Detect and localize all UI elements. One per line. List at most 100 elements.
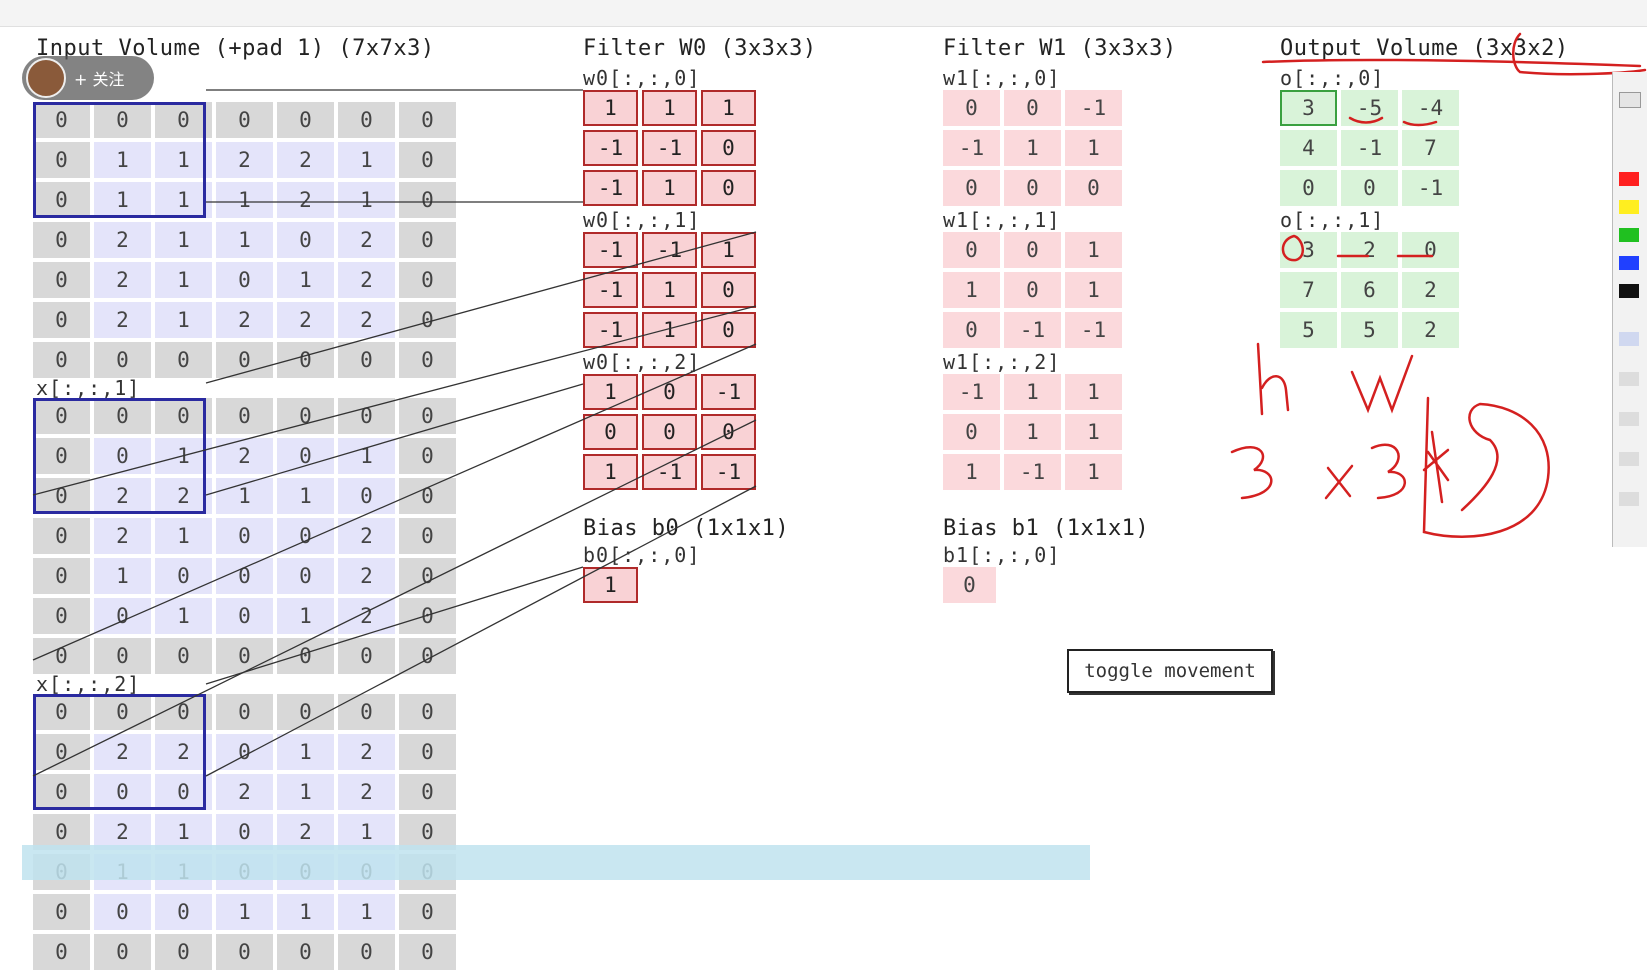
grid-cell: 1 <box>155 182 212 218</box>
grid-cell: 0 <box>33 222 90 258</box>
receptive-field-window <box>33 694 206 810</box>
grid-cell: -1 <box>701 454 756 490</box>
top-bar <box>0 0 1647 27</box>
grid-cell: 1 <box>943 272 1000 308</box>
grid-cell: 0 <box>701 414 756 450</box>
grid-cell: 0 <box>399 934 456 970</box>
grid-cell: 0 <box>338 342 395 378</box>
grid-cell: 0 <box>216 638 273 674</box>
filter-w0-title: Filter W0 (3x3x3) <box>583 36 817 61</box>
palette-green-swatch[interactable] <box>1619 228 1639 242</box>
palette-rect-tool[interactable] <box>1619 412 1639 426</box>
palette-tool[interactable] <box>1619 92 1641 108</box>
grid-cell: 0 <box>399 102 456 138</box>
bias-b1-title: Bias b1 (1x1x1) <box>943 516 1150 541</box>
grid-cell: 1 <box>277 478 334 514</box>
toggle-movement-button[interactable]: toggle movement <box>1067 649 1273 693</box>
bias-b0-title: Bias b0 (1x1x1) <box>583 516 790 541</box>
grid-cell: 0 <box>216 262 273 298</box>
grid-cell: 1 <box>642 90 697 126</box>
grid-cell: 2 <box>338 222 395 258</box>
grid-cell: 0 <box>33 342 90 378</box>
grid-cell: 3 <box>1280 90 1337 126</box>
grid-cell: 0 <box>33 438 90 474</box>
grid-cell: 2 <box>338 774 395 810</box>
grid-cell: 0 <box>1004 232 1061 268</box>
grid-cell: 1 <box>216 478 273 514</box>
grid-cell: 1 <box>155 142 212 178</box>
palette-save-tool[interactable] <box>1619 492 1639 506</box>
grid-cell: 0 <box>216 734 273 770</box>
grid-cell: 2 <box>338 518 395 554</box>
grid-cell: 0 <box>399 262 456 298</box>
video-overlay-band <box>22 845 1090 880</box>
grid-cell: 2 <box>277 302 334 338</box>
bias-b1-value: 0 <box>943 567 996 603</box>
grid-cell: 1 <box>583 454 638 490</box>
grid-cell: 1 <box>277 774 334 810</box>
grid-cell: 0 <box>155 774 212 810</box>
grid-cell: 1 <box>943 454 1000 490</box>
grid-cell: 0 <box>94 774 151 810</box>
grid-cell: 1 <box>216 222 273 258</box>
grid-cell: 0 <box>399 558 456 594</box>
grid-cell: 0 <box>399 302 456 338</box>
grid-cell: 0 <box>33 102 90 138</box>
grid-cell: 0 <box>642 374 697 410</box>
grid-cell: 0 <box>399 598 456 634</box>
bias-b1-label: b1[:,:,0] <box>943 543 1061 567</box>
grid-cell: 0 <box>94 694 151 730</box>
palette-pen-tool[interactable] <box>1619 332 1639 346</box>
grid-cell: 1 <box>155 598 212 634</box>
palette-line-tool[interactable] <box>1619 372 1639 386</box>
grid-cell: 0 <box>155 638 212 674</box>
grid-cell: 0 <box>701 130 756 166</box>
palette-blue-swatch[interactable] <box>1619 256 1639 270</box>
grid-cell: 0 <box>155 934 212 970</box>
grid-cell: 0 <box>216 518 273 554</box>
grid-cell: 0 <box>399 142 456 178</box>
palette-black-swatch[interactable] <box>1619 284 1639 298</box>
grid-cell: 0 <box>33 598 90 634</box>
grid-cell: -1 <box>1004 454 1061 490</box>
w0-slice-label: w0[:,:,0] <box>583 66 701 90</box>
grid-cell: -5 <box>1341 90 1398 126</box>
grid-cell: 0 <box>33 142 90 178</box>
grid-cell: 0 <box>216 398 273 434</box>
grid-cell: 0 <box>277 398 334 434</box>
palette-ellipse-tool[interactable] <box>1619 452 1639 466</box>
grid-cell: 1 <box>338 438 395 474</box>
grid-cell: 2 <box>94 302 151 338</box>
grid-cell: 0 <box>33 774 90 810</box>
follow-button[interactable]: + 关注 <box>22 56 154 100</box>
grid-cell: 1 <box>583 90 638 126</box>
grid-cell: 2 <box>277 814 334 850</box>
grid-cell: 0 <box>155 558 212 594</box>
receptive-field-window <box>33 102 206 218</box>
grid-cell: 0 <box>1402 232 1459 268</box>
grid-cell: 0 <box>277 518 334 554</box>
grid-cell: 0 <box>1341 170 1398 206</box>
grid-cell: 1 <box>155 518 212 554</box>
grid-cell: -1 <box>701 374 756 410</box>
w1-slice-label: w1[:,:,0] <box>943 66 1061 90</box>
palette-red-swatch[interactable] <box>1619 172 1639 186</box>
palette-yellow-swatch[interactable] <box>1619 200 1639 214</box>
grid-cell: 1 <box>1004 130 1061 166</box>
grid-cell: 1 <box>701 232 756 268</box>
grid-cell: 0 <box>943 312 1000 348</box>
grid-cell: 2 <box>94 478 151 514</box>
grid-cell: 0 <box>94 598 151 634</box>
grid-cell: 0 <box>399 342 456 378</box>
grid-cell: 2 <box>1402 312 1459 348</box>
grid-cell: 1 <box>338 894 395 930</box>
grid-cell: 0 <box>155 342 212 378</box>
grid-cell: 1 <box>155 262 212 298</box>
grid-cell: 0 <box>216 598 273 634</box>
